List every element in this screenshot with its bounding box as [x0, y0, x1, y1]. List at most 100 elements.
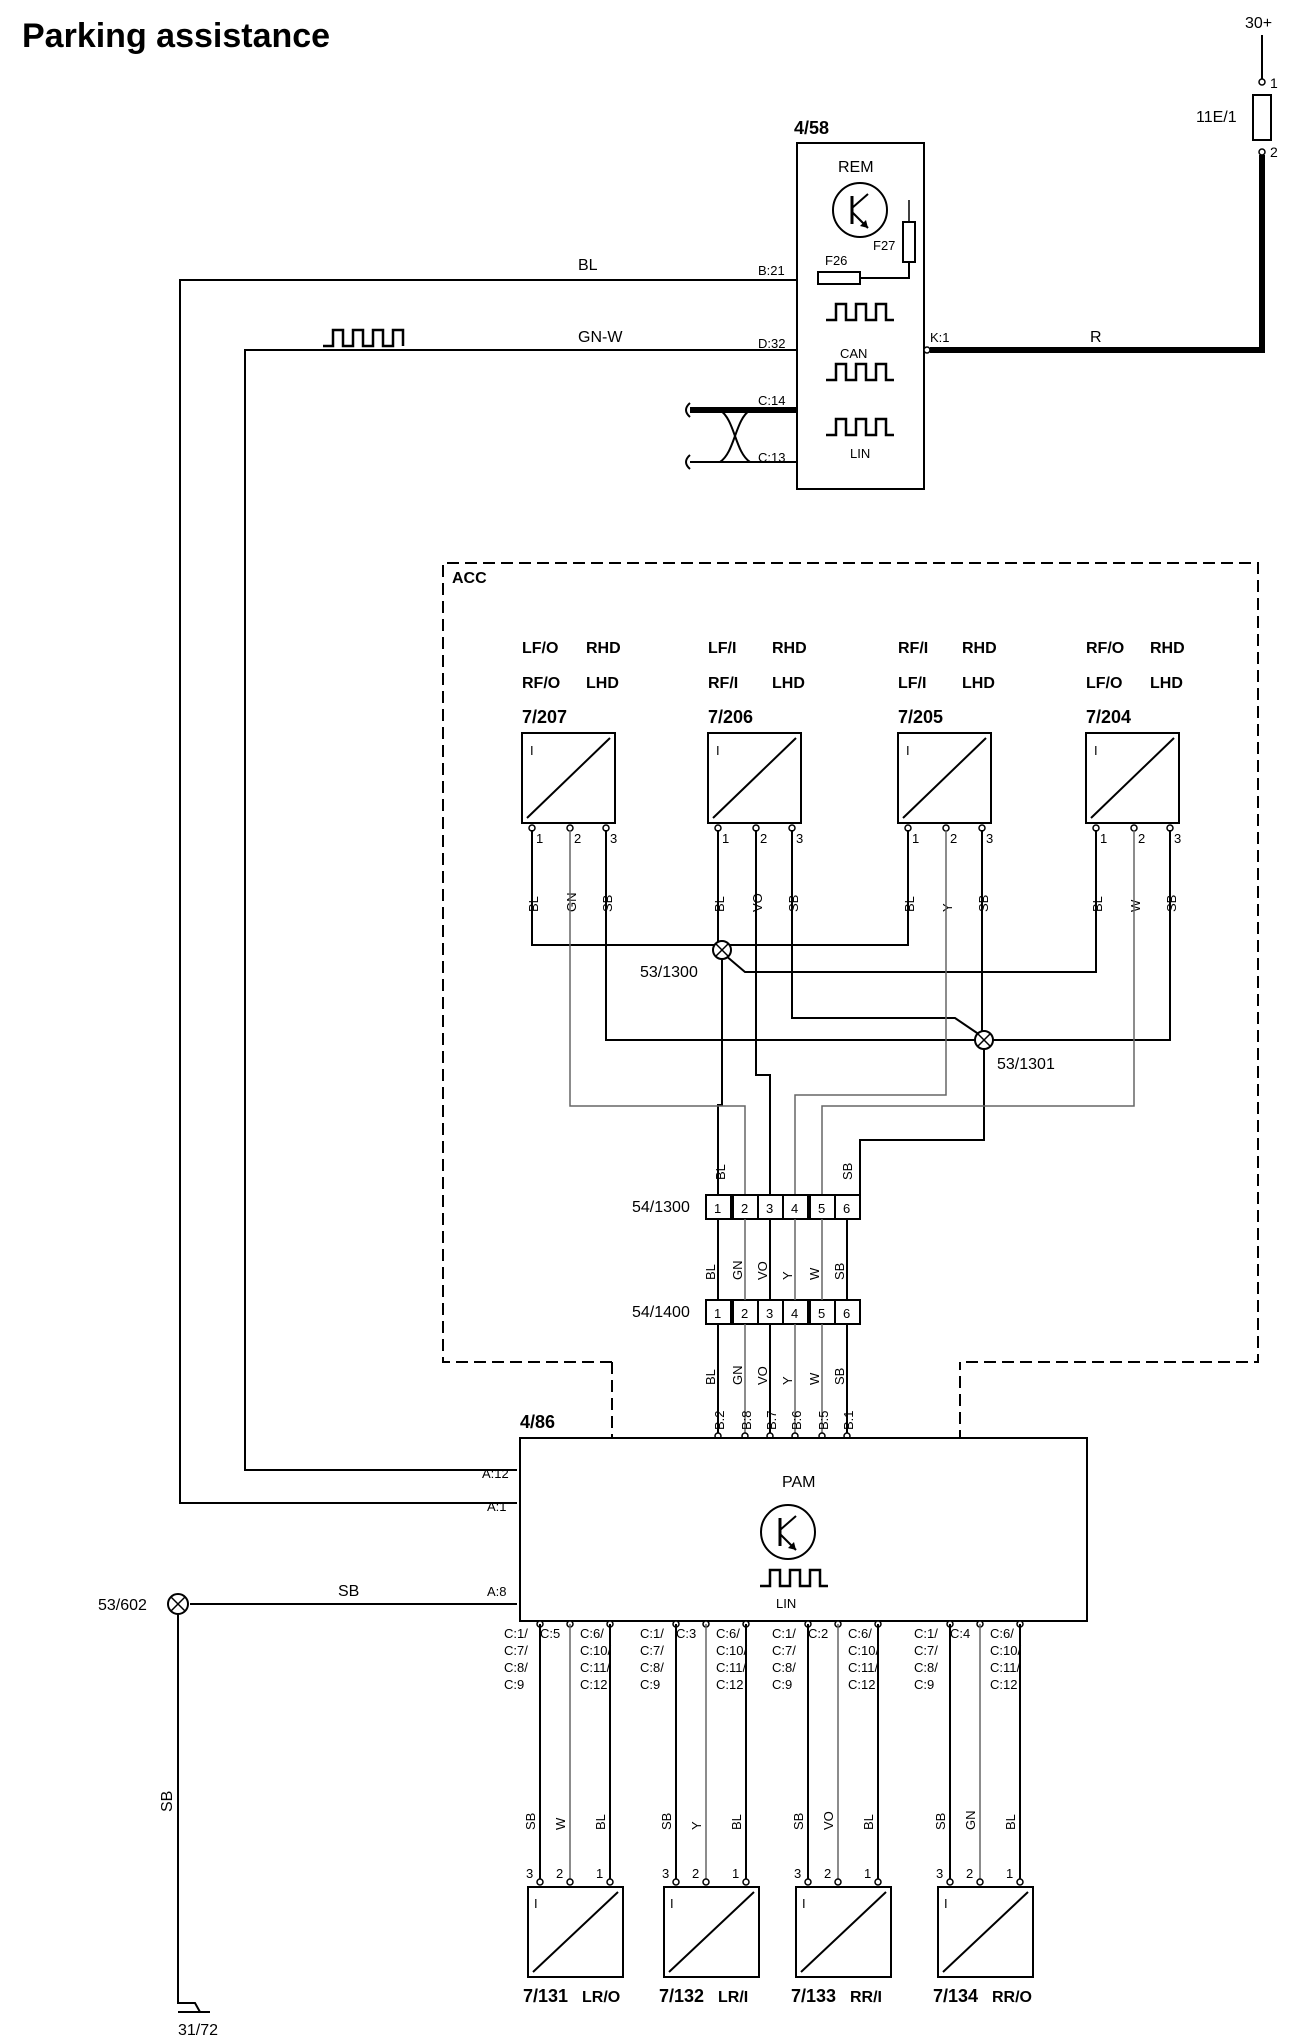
sensor-pin-label: 2	[760, 831, 767, 846]
ground-wire-label: SB	[338, 1583, 359, 1600]
sensor-pin-label: 2	[950, 831, 957, 846]
rear-sensor-pin-dot	[874, 1878, 882, 1886]
rear-sensor-diagonal	[668, 1891, 755, 1973]
rear-sensor-position: RR/O	[992, 1989, 1032, 2006]
acc-label: ACC	[452, 570, 487, 587]
rear-sensor-position: LR/I	[718, 1989, 748, 2006]
fuse-f27-label: F27	[873, 238, 895, 253]
connector-id: 54/1300	[632, 1199, 690, 1216]
rear-left-pin-label: C:7/	[772, 1643, 796, 1658]
acc-boundary	[442, 562, 1259, 1363]
connector-pin-label: 2	[741, 1306, 748, 1321]
pam-name: PAM	[782, 1474, 815, 1491]
sensor-drive-1: RHD	[1150, 640, 1185, 657]
rear-right-pin-label: C:12	[716, 1677, 743, 1692]
pam-top-pin-label: B:2	[712, 1410, 727, 1430]
pam-top-pin-label: B:7	[764, 1410, 779, 1430]
bl-splice-to-conn	[717, 955, 723, 1195]
sensor-pin-label: 1	[912, 831, 919, 846]
rear-left-pin-label: C:8/	[504, 1660, 528, 1675]
rear-sensor-pin-dot	[834, 1878, 842, 1886]
rear-sensor-pin-dot	[536, 1878, 544, 1886]
rear-sensor-pin-label: 2	[824, 1866, 831, 1881]
vo-7206-to-conn	[755, 830, 771, 1195]
ground-point-label: 31/72	[178, 2022, 218, 2039]
connector-pin-label: 4	[791, 1306, 798, 1321]
rear-right-pin-label: C:12	[990, 1677, 1017, 1692]
rear-sensor-diagonal	[942, 1891, 1029, 1973]
conn-1300-wire-label: W	[807, 1267, 822, 1280]
pam-pin-a1: A:1	[487, 1499, 507, 1514]
rear-right-pin-label: C:11/	[716, 1660, 746, 1675]
rear-mid-pin-label: C:2	[808, 1626, 828, 1641]
rear-mid-pin-label: C:5	[540, 1626, 560, 1641]
rear-right-pin-label: C:12	[580, 1677, 607, 1692]
rear-sensor-pin-label: 2	[692, 1866, 699, 1881]
rear-right-pin-label: C:6/	[990, 1626, 1014, 1641]
bl-7204-to-splice	[724, 830, 1097, 973]
rear-sensor-id: 7/131	[523, 1986, 568, 2006]
sensor-drive-1: RHD	[772, 640, 807, 657]
rear-sensor-pin-dot	[804, 1878, 812, 1886]
sensor-pin-label: 1	[1100, 831, 1107, 846]
sensor-pin-label: 3	[796, 831, 803, 846]
rear-left-pin-label: C:1/	[914, 1626, 938, 1641]
sensor-wire-label: SB	[786, 895, 801, 912]
fuse-f27	[902, 221, 916, 263]
rear-left-pin-label: C:7/	[914, 1643, 938, 1658]
rear-sensor-pin-dot	[606, 1878, 614, 1886]
rear-sensor-pin-label: 3	[936, 1866, 943, 1881]
connector-pin-label: 6	[843, 1306, 850, 1321]
pam-module: 4/86 PAM LIN A:12 A:1 A:8	[482, 1412, 1088, 1622]
conn-1400-wire-label: Y	[780, 1376, 795, 1385]
sensor-wire-label: BL	[526, 896, 541, 912]
rear-sensor-pin-dot	[566, 1878, 574, 1886]
splice-53-1301-label: 53/1301	[997, 1056, 1055, 1073]
pam-lin-label: LIN	[776, 1596, 796, 1611]
rear-sensor-pin-label: 2	[966, 1866, 973, 1881]
rear-sensor-mark: I	[534, 1896, 538, 1911]
rem-name: REM	[838, 159, 874, 176]
sensor-pin-label: 2	[1138, 831, 1145, 846]
y-7205-to-conn	[794, 830, 947, 1195]
rear-wire-label: BL	[729, 1814, 744, 1830]
rem-transistor-icon	[832, 182, 888, 238]
rear-sensor-position: RR/I	[850, 1989, 882, 2006]
rem-id: 4/58	[794, 118, 829, 138]
rear-sensor-pin-dot	[1016, 1878, 1024, 1886]
bl-7205-to-splice	[726, 830, 909, 946]
rear-sensor-mark: I	[944, 1896, 948, 1911]
sensor-position-2: LF/O	[1086, 675, 1122, 692]
sensor-wire-label: VO	[750, 893, 765, 912]
conn-1300-wire-label: BL	[703, 1264, 718, 1280]
rem-module: 4/58 REM F27 F26 CAN LIN B:21 D:32 C:14 …	[758, 118, 950, 490]
connector-pin-label: 4	[791, 1201, 798, 1216]
pam-top-pin-label: B:8	[739, 1410, 754, 1430]
wire-r-supply	[930, 155, 1265, 353]
rem-lin-signal	[826, 417, 894, 437]
rear-sensor-pin-label: 3	[794, 1866, 801, 1881]
sensor-pin-label: 3	[986, 831, 993, 846]
rear-wire-label: SB	[523, 1813, 538, 1830]
rear-right-pin-label: C:12	[848, 1677, 875, 1692]
splice-53-602-label: 53/602	[98, 1597, 147, 1614]
connector-pin-label: 3	[766, 1306, 773, 1321]
fuse-pin-2-dot	[1258, 148, 1266, 156]
sensor-drive-2: LHD	[1150, 675, 1183, 692]
sensor-position-1: RF/O	[1086, 640, 1124, 657]
rear-wire-label: GN	[963, 1811, 978, 1831]
rem-pin-d32: D:32	[758, 336, 785, 351]
sensor-position-1: LF/O	[522, 640, 558, 657]
sensor-wire-label: SB	[1164, 895, 1179, 912]
sb-7204-to-splice	[986, 830, 1171, 1041]
rear-sensor-mark: I	[670, 1896, 674, 1911]
sensor-pin-label: 1	[536, 831, 543, 846]
sensor-mark: I	[1094, 743, 1098, 758]
rear-sensor-id: 7/133	[791, 1986, 836, 2006]
rear-sensor-pin-label: 2	[556, 1866, 563, 1881]
